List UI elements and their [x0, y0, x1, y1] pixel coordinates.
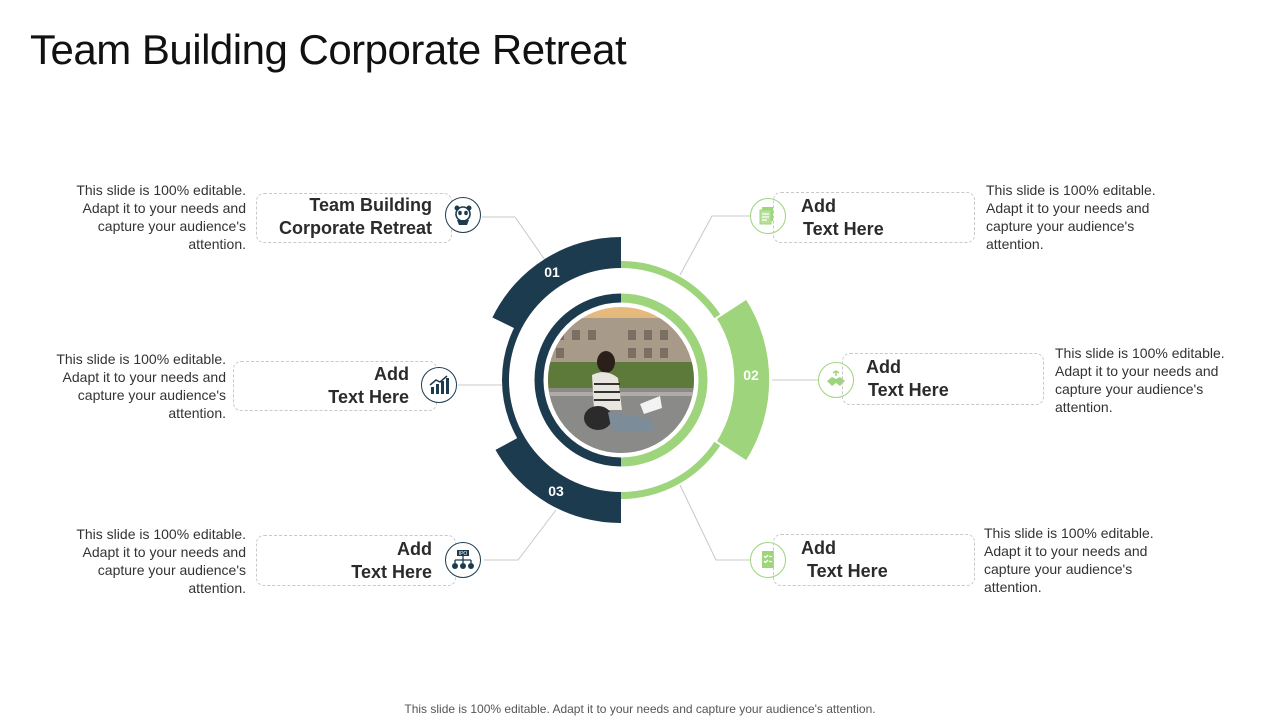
- description-mid-left: This slide is 100% editable. Adapt it to…: [56, 351, 226, 421]
- label-mid-left-line2: Text Here: [328, 387, 409, 407]
- slide-title: Team Building Corporate Retreat: [30, 26, 627, 73]
- handshake-icon: [818, 362, 854, 398]
- label-bottom-left-line2: Text Here: [351, 562, 432, 582]
- label-mid-right-line1: Add: [866, 357, 901, 377]
- segment-01-number: 01: [544, 264, 560, 280]
- panda-icon: [445, 197, 481, 233]
- label-bottom-left-line1: Add: [397, 539, 432, 559]
- label-mid-left: Add Text Here: [240, 363, 409, 409]
- description-bottom-right: This slide is 100% editable. Adapt it to…: [984, 525, 1154, 595]
- inner-ring-left: [534, 293, 622, 467]
- description-top-left: This slide is 100% editable. Adapt it to…: [76, 182, 246, 252]
- label-top-right-line1: Add: [801, 196, 836, 216]
- label-bottom-left: Add Text Here: [262, 538, 432, 584]
- label-top-right: Add Text Here: [801, 195, 961, 241]
- ipo-icon: IPO: [445, 542, 481, 578]
- segment-03: 03: [495, 437, 621, 524]
- label-top-left: Team Building Corporate Retreat: [262, 194, 432, 240]
- document-stack-icon: [750, 198, 786, 234]
- label-bottom-right-line2: Text Here: [807, 561, 888, 581]
- label-mid-right: Add Text Here: [866, 356, 1026, 402]
- outer-ring-left: [502, 261, 622, 499]
- footer-note: This slide is 100% editable. Adapt it to…: [404, 702, 876, 716]
- description-bottom-left: This slide is 100% editable. Adapt it to…: [76, 526, 246, 596]
- connector-lines: [458, 215, 818, 561]
- label-top-right-line2: Text Here: [803, 219, 884, 239]
- label-top-left-line1: Team Building: [309, 195, 432, 215]
- label-top-left-line2: Corporate Retreat: [278, 218, 432, 238]
- label-mid-right-line2: Text Here: [868, 380, 949, 400]
- segment-02: 02: [714, 297, 772, 463]
- label-box-bottom-right: [773, 534, 975, 586]
- label-bottom-right: Add Text Here: [801, 537, 961, 583]
- svg-text:IPO: IPO: [459, 551, 468, 557]
- growth-chart-icon: [421, 367, 457, 403]
- label-box-top-right: [773, 192, 975, 243]
- label-box-mid-right: [842, 353, 1044, 405]
- checklist-icon: [750, 542, 786, 578]
- description-top-right: This slide is 100% editable. Adapt it to…: [986, 182, 1156, 252]
- label-bottom-right-line1: Add: [801, 538, 836, 558]
- description-mid-right: This slide is 100% editable. Adapt it to…: [1055, 345, 1225, 415]
- segment-03-number: 03: [548, 483, 564, 499]
- label-mid-left-line1: Add: [374, 364, 409, 384]
- segment-02-number: 02: [743, 367, 759, 383]
- segment-01: 01: [492, 237, 621, 330]
- inner-ring-right: [620, 293, 708, 467]
